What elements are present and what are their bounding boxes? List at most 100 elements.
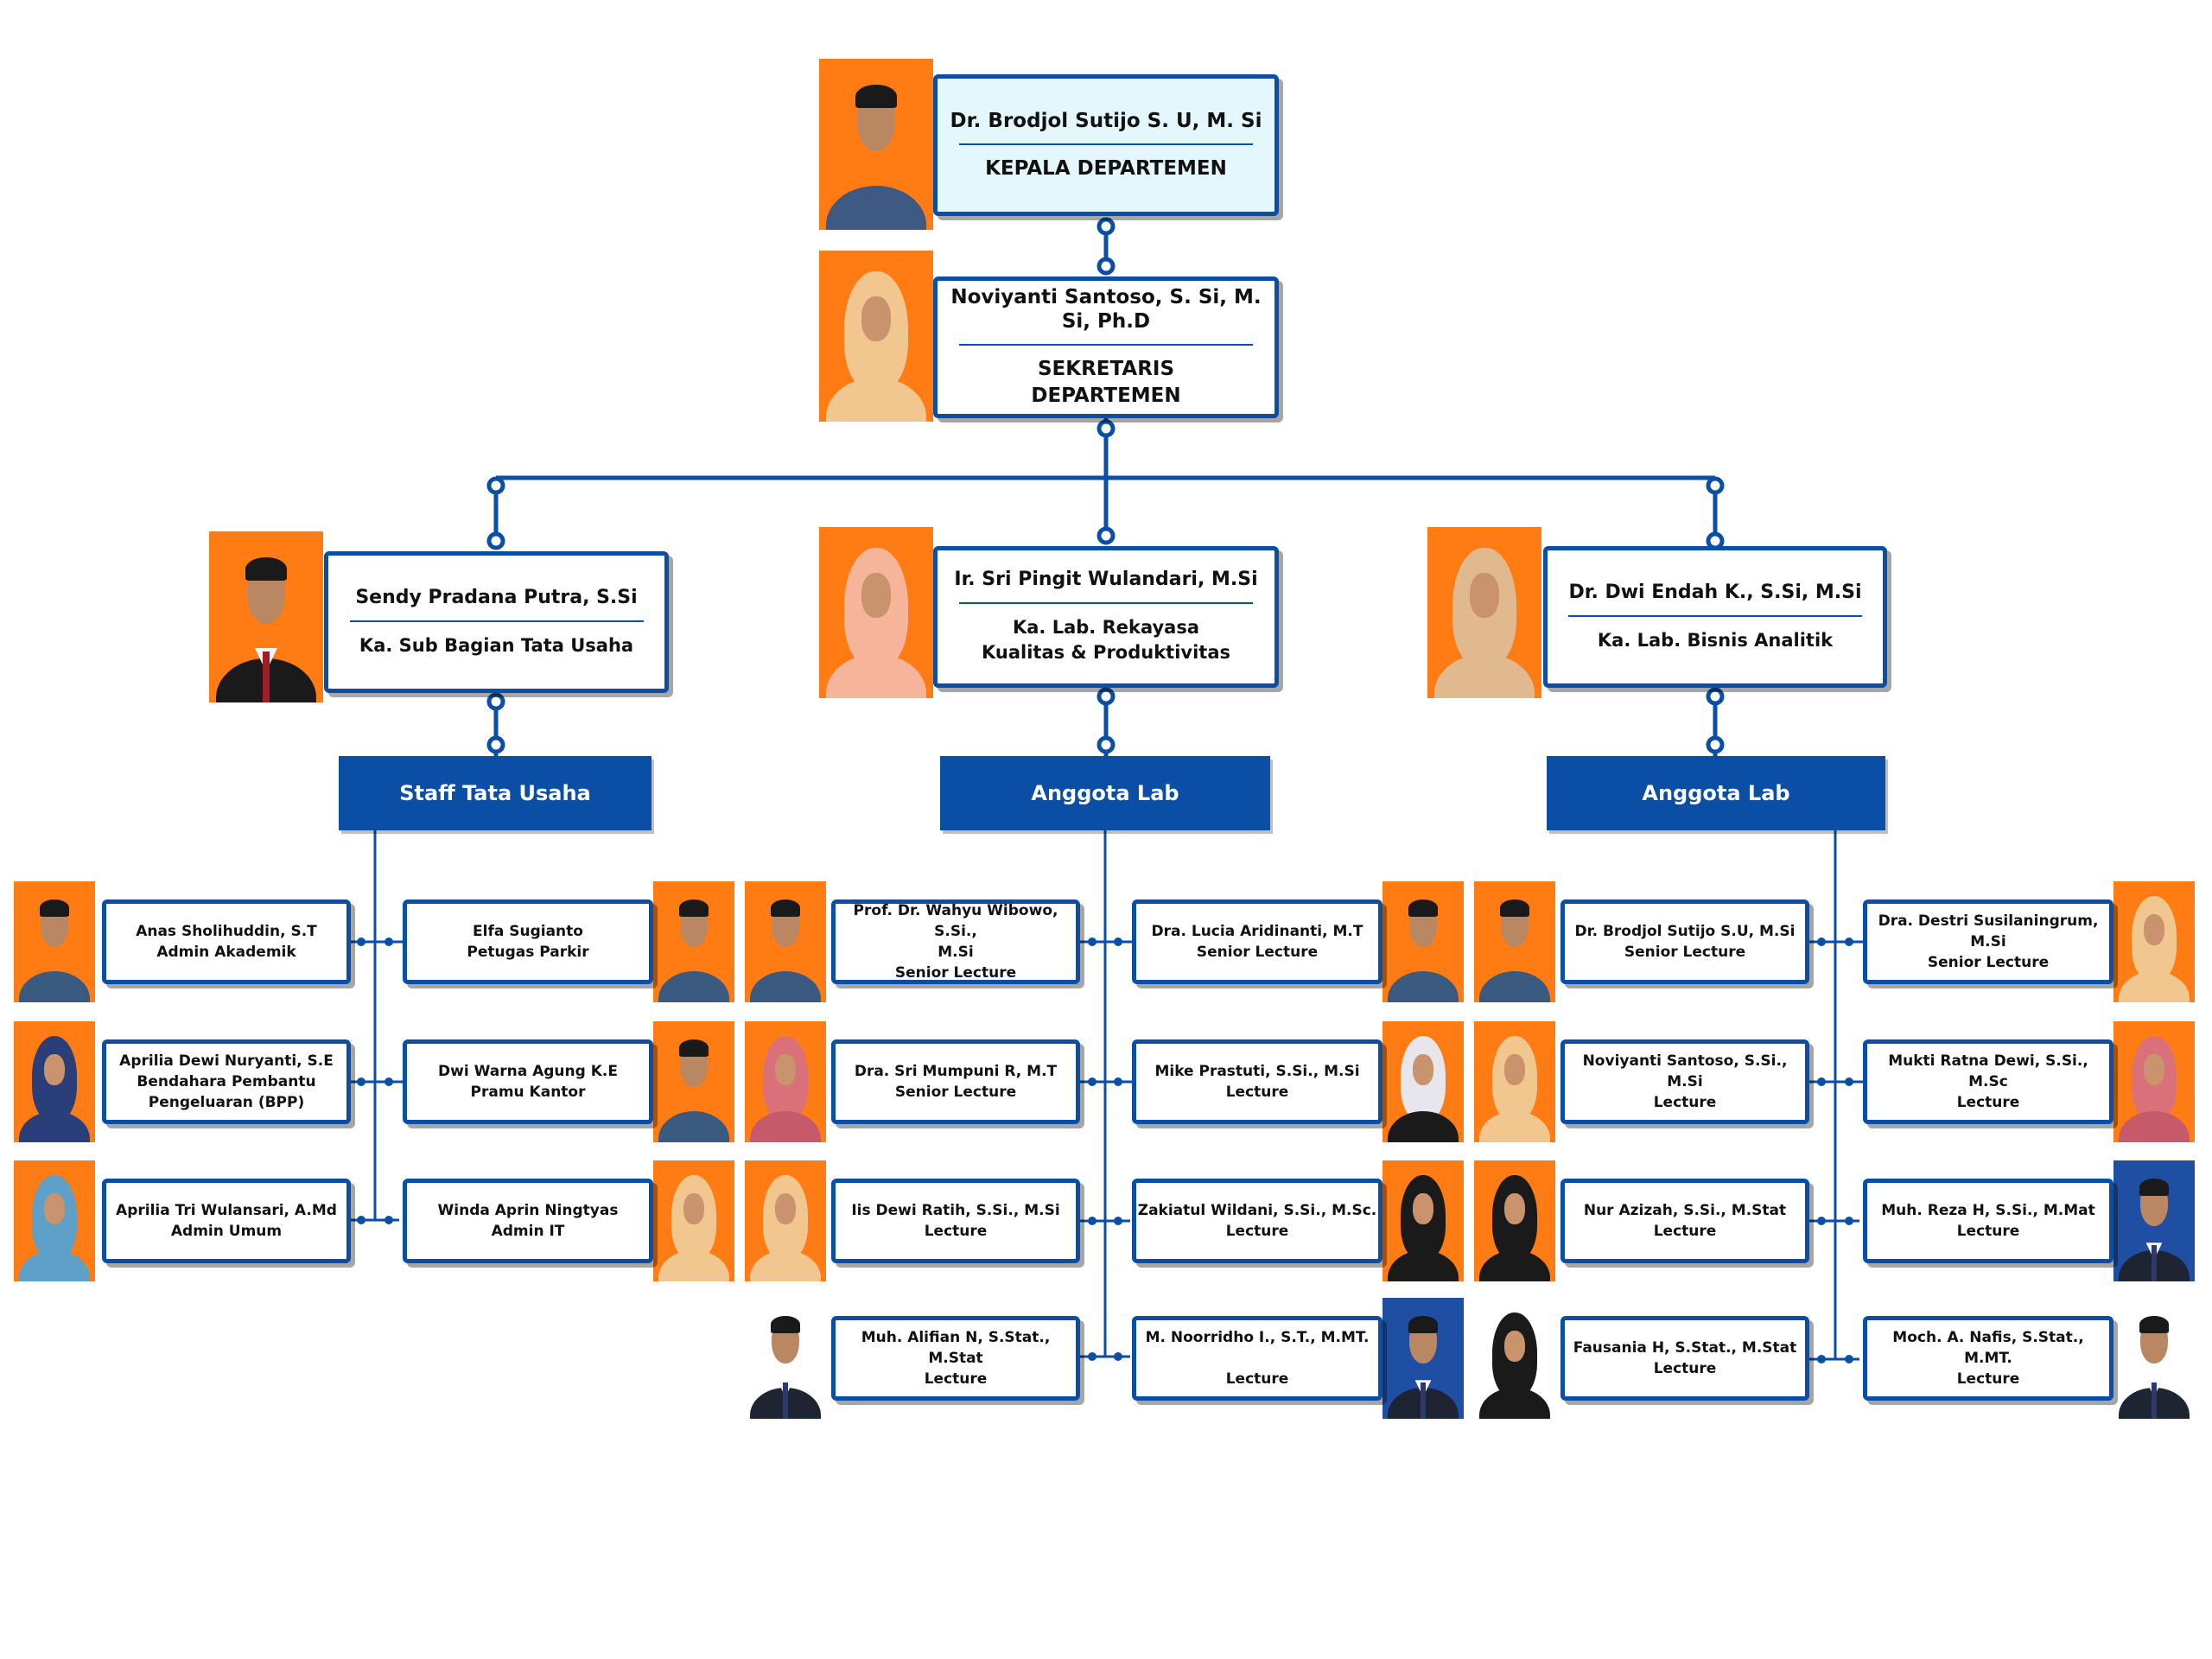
head-role: KEPALA DEPARTEMEN	[985, 156, 1227, 180]
member-role: Senior Lecture	[1624, 944, 1746, 961]
portrait-photo	[1474, 881, 1555, 1002]
head-name: Sendy Pradana Putra, S.Si	[355, 586, 638, 608]
member-role: Senior Lecture	[1196, 944, 1319, 961]
portrait-photo	[745, 1298, 826, 1419]
group-header-anggota-lab: Anggota Lab	[1547, 756, 1885, 830]
portrait-photo	[1474, 1298, 1555, 1419]
secretary-box: Noviyanti Santoso, S. Si, M. Si, Ph.D SE…	[933, 276, 1279, 418]
member-role: Bendahara Pembantu	[137, 1073, 316, 1090]
portrait-photo	[2113, 1021, 2195, 1142]
member-name: Anas Sholihuddin, S.T	[136, 923, 317, 940]
member-role: Senior Lecture	[894, 964, 1017, 982]
member-role: Senior Lecture	[1927, 954, 2050, 971]
member-role: Lecture	[1225, 1223, 1289, 1240]
member-role: Lecture	[924, 1223, 988, 1240]
member-card: Dra. Sri Mumpuni R, M.T Senior Lecture	[831, 1039, 1080, 1124]
member-name: Muh. Reza H, S.Si., M.Mat	[1881, 1202, 2095, 1219]
member-name: Muh. Alifian N, S.Stat., M.Stat	[861, 1329, 1051, 1367]
portrait-photo	[1382, 881, 1464, 1002]
portrait-photo	[819, 527, 933, 698]
head-role: Ka. Lab. Bisnis Analitik	[1597, 629, 1834, 651]
member-role: Admin IT	[491, 1223, 565, 1240]
portrait-photo	[745, 1021, 826, 1142]
head-box-lab-bisnis: Dr. Dwi Endah K., S.Si, M.Si Ka. Lab. Bi…	[1543, 546, 1887, 688]
member-name: Mike Prastuti, S.Si., M.Si	[1154, 1063, 1360, 1080]
member-name: Fausania H, S.Stat., M.Stat	[1573, 1339, 1797, 1357]
member-name: Dra. Lucia Aridinanti, M.T	[1151, 923, 1363, 940]
secretary-role: DEPARTEMEN	[1031, 385, 1181, 407]
member-card: Dra. Lucia Aridinanti, M.T Senior Lecture	[1132, 899, 1382, 984]
portrait-photo	[1474, 1160, 1555, 1281]
member-name: Mukti Ratna Dewi, S.Si., M.Sc	[1888, 1052, 2088, 1090]
portrait-photo	[1474, 1021, 1555, 1142]
head-role: Ka. Sub Bagian Tata Usaha	[359, 634, 634, 656]
divider	[349, 620, 644, 622]
member-card: M. Noorridho I., S.T., M.MT. Lecture	[1132, 1316, 1382, 1401]
member-role: Lecture	[1225, 1084, 1289, 1101]
member-role: Lecture	[1956, 1223, 2020, 1240]
group-header-anggota-lab: Anggota Lab	[940, 756, 1270, 830]
member-card: Moch. A. Nafis, S.Stat., M.MT. Lecture	[1863, 1316, 2113, 1401]
portrait-photo	[2113, 881, 2195, 1002]
member-name: Aprilia Dewi Nuryanti, S.E	[119, 1052, 334, 1070]
portrait-photo	[745, 1160, 826, 1281]
head-name: Dr. Dwi Endah K., S.Si, M.Si	[1568, 581, 1862, 603]
divider	[959, 143, 1253, 145]
member-role: Lecture	[1956, 1370, 2020, 1388]
member-name: Moch. A. Nafis, S.Stat., M.MT.	[1892, 1329, 2084, 1367]
member-role: Lecture	[1225, 1370, 1289, 1388]
head-name: Dr. Brodjol Sutijo S. U, M. Si	[950, 109, 1262, 132]
member-name: Winda Aprin Ningtyas	[437, 1202, 619, 1219]
head-role: Kualitas & Produktivitas	[981, 642, 1231, 663]
head-of-department-box: Dr. Brodjol Sutijo S. U, M. Si KEPALA DE…	[933, 74, 1279, 216]
member-name: Noviyanti Santoso, S.Si., M.Si	[1582, 1052, 1788, 1090]
portrait-photo	[745, 881, 826, 1002]
portrait-photo	[819, 251, 933, 422]
divider	[1568, 614, 1862, 617]
member-role: Senior Lecture	[894, 1084, 1017, 1101]
member-role: Lecture	[1653, 1360, 1717, 1377]
head-box-lab-rekayasa: Ir. Sri Pingit Wulandari, M.Si Ka. Lab. …	[933, 546, 1279, 688]
member-name: Prof. Dr. Wahyu Wibowo, S.Si.,	[853, 902, 1058, 940]
portrait-photo	[14, 1160, 95, 1281]
portrait-photo	[209, 531, 323, 702]
member-role: Lecture	[1956, 1094, 2020, 1111]
member-name: M. Noorridho I., S.T., M.MT.	[1145, 1329, 1370, 1346]
member-card: Zakiatul Wildani, S.Si., M.Sc. Lecture	[1132, 1179, 1382, 1263]
portrait-photo	[1382, 1298, 1464, 1419]
member-name: Nur Azizah, S.Si., M.Stat	[1583, 1202, 1787, 1219]
member-name: Dr. Brodjol Sutijo S.U, M.Si	[1574, 923, 1796, 940]
divider	[959, 602, 1253, 604]
head-role: Ka. Lab. Rekayasa	[1012, 617, 1200, 638]
member-role: Lecture	[1653, 1094, 1717, 1111]
secretary-role: SEKRETARIS	[1037, 358, 1175, 380]
head-name: Ir. Sri Pingit Wulandari, M.Si	[954, 569, 1258, 590]
member-name: Zakiatul Wildani, S.Si., M.Sc.	[1137, 1202, 1377, 1219]
member-role: Lecture	[924, 1370, 988, 1388]
member-name: Dra. Destri Susilaningrum, M.Si	[1878, 912, 2099, 950]
group-header-staff-tata-usaha: Staff Tata Usaha	[339, 756, 652, 830]
member-name: Elfa Sugianto	[473, 923, 583, 940]
portrait-photo	[653, 1160, 734, 1281]
member-name: Aprilia Tri Wulansari, A.Md	[116, 1202, 337, 1219]
portrait-photo	[1427, 527, 1541, 698]
member-card: Aprilia Dewi Nuryanti, S.E Bendahara Pemb…	[102, 1039, 351, 1124]
divider	[959, 344, 1253, 346]
member-name: Dra. Sri Mumpuni R, M.T	[854, 1063, 1058, 1080]
member-role: M.Si	[938, 944, 974, 961]
